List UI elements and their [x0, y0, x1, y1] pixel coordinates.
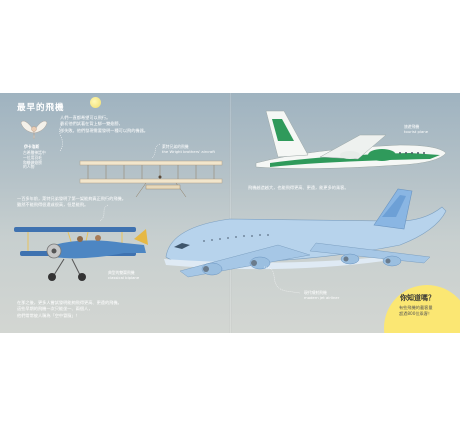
biplane-label: 典型的雙翼飛機 classical biplane — [108, 270, 140, 280]
jet-label: 現代噴射飛機 modern jet airliner — [304, 290, 340, 300]
biplane-pointer — [99, 204, 109, 222]
page-title: 最早的飛機 — [17, 103, 65, 113]
tourist-label: 旅遊飛機 tourist plane — [404, 124, 429, 134]
wright-flyer-illustration — [79, 160, 223, 198]
callout-title: 你知道嗎？ — [400, 294, 435, 302]
callout-body: 有些飛機的載客量 超過800位乘客！ — [399, 305, 433, 316]
book-spread: 最早的飛機 人們一直都希望可以飛行。 最初他們試著在背上綁一雙翅膀， 卻失敗。他… — [0, 93, 460, 333]
intro-text: 人們一直都希望可以飛行。 最初他們試著在背上綁一雙翅膀， 卻失敗。他們發現需要發… — [60, 115, 148, 133]
wright-pointer — [151, 143, 161, 159]
page-gutter — [229, 93, 232, 333]
tourist-plane-illustration — [255, 110, 447, 169]
jet-airliner-illustration — [164, 188, 447, 278]
passenger-text: 飛機越造越大，也能飛得更高、更遠，能更多的乘客。 — [248, 185, 349, 190]
icarus-caption: 古希臘神話中 一位用羽毛 和蠟做翅膀 的人物 — [23, 150, 46, 170]
biplane-illustration — [14, 227, 148, 281]
sun — [90, 97, 101, 108]
later-text: 在那之後，更多人嘗試發明能夠飛得更高、更遠的飛機。 這些早期的飛機一次只能坐一、… — [17, 300, 122, 318]
dotted-path — [59, 124, 63, 152]
jet-pointer — [263, 266, 301, 294]
icarus-wings-icon — [20, 120, 48, 140]
wright-text: 一百多年前，萊特兄弟發明了第一架能夠真正飛行的飛機。 雖然不能飛得很遠或很高，但… — [17, 196, 126, 208]
icarus-label: 伊卡洛斯 — [24, 144, 40, 149]
wright-label: 萊特兄弟的飛機 the Wright brothers' aircraft — [162, 144, 215, 154]
